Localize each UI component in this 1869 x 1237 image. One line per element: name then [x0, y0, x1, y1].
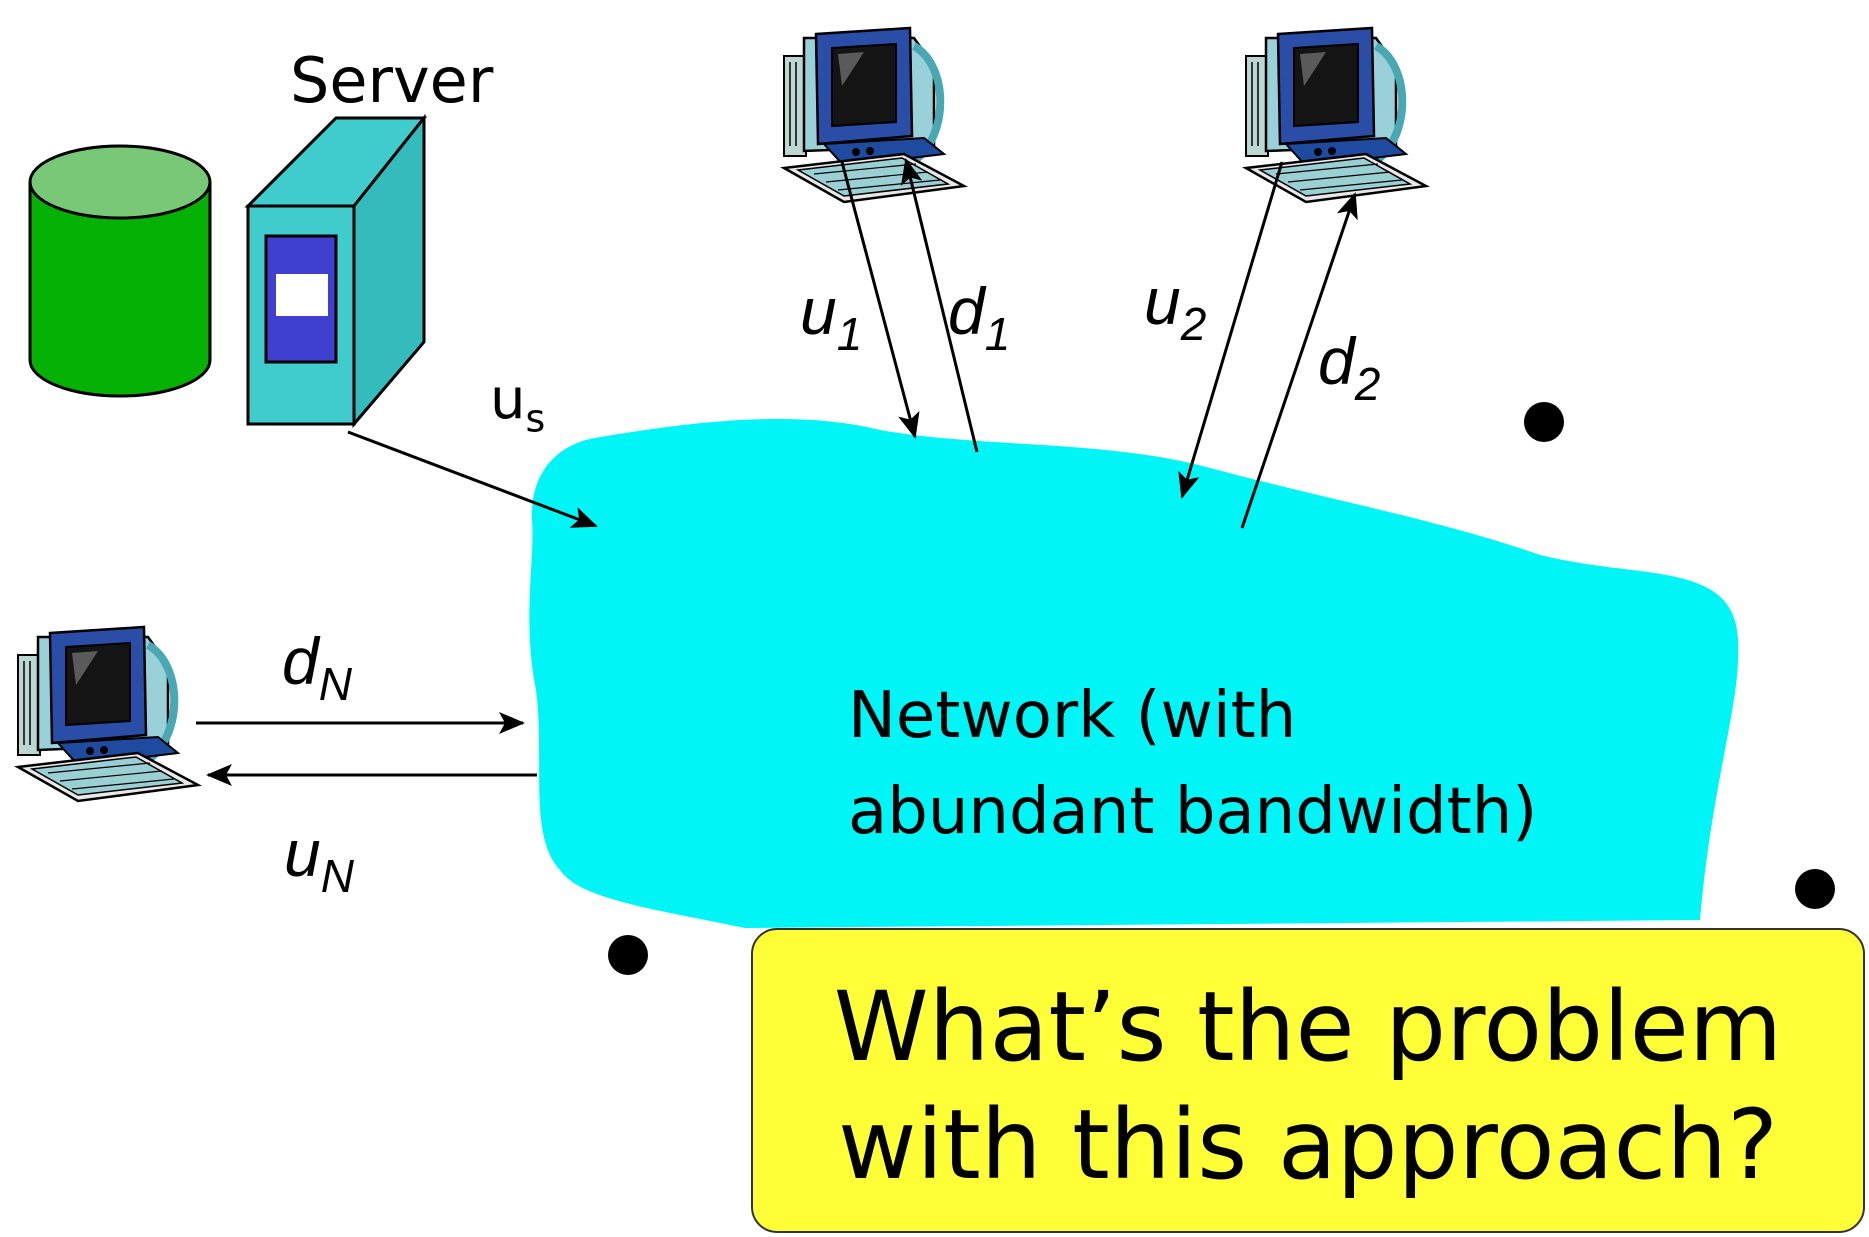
- ellipsis-dot: [1795, 869, 1835, 909]
- server-label: Server: [290, 44, 494, 117]
- database-icon: [28, 144, 212, 398]
- us-label: us: [490, 367, 546, 441]
- u2-label: u2: [1144, 264, 1207, 351]
- network-label: Network (with abundant bandwidth): [848, 668, 1537, 860]
- ellipsis-dot: [1524, 402, 1564, 442]
- network-label-line-2: abundant bandwidth): [848, 775, 1538, 849]
- un-label: uN: [284, 816, 354, 903]
- d1-arrow: [900, 158, 979, 453]
- d2-arrow: [1240, 192, 1358, 529]
- peer-n-computer-icon: [18, 627, 198, 801]
- d1-label: d1: [948, 274, 1011, 361]
- u1-label: u1: [800, 274, 863, 361]
- u1-arrow: [840, 161, 920, 439]
- callout-line-2: with this approach?: [837, 1089, 1779, 1201]
- ellipsis-dot: [608, 935, 648, 975]
- d2-label: d2: [1318, 324, 1381, 411]
- network-label-line-1: Network (with: [848, 679, 1297, 753]
- us-arrow: [347, 430, 598, 528]
- peer-1-computer-icon: [784, 28, 964, 202]
- network-cloud: [529, 418, 1739, 928]
- u2-arrow: [1178, 161, 1284, 499]
- peer-2-computer-icon: [1246, 28, 1426, 202]
- question-callout: What’s the problem with this approach?: [751, 928, 1865, 1233]
- dn-label: dN: [282, 624, 352, 711]
- server-icon: [244, 113, 428, 429]
- callout-line-1: What’s the problem: [833, 971, 1783, 1083]
